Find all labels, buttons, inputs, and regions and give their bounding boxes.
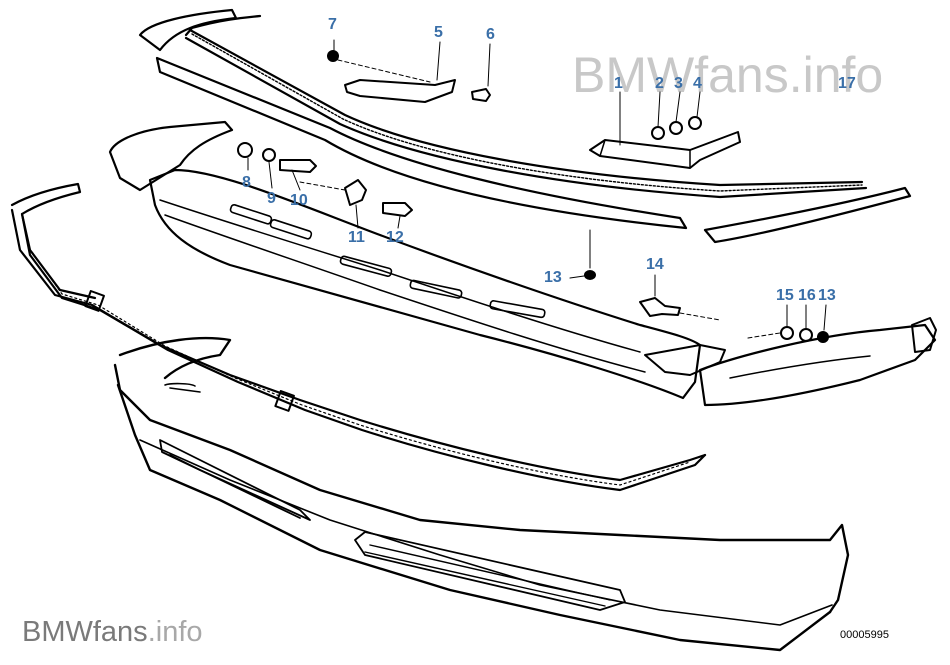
callout-13b: 13 xyxy=(818,287,836,304)
nut-7 xyxy=(327,50,339,62)
bumper-carrier xyxy=(108,120,937,407)
fasteners-mid xyxy=(569,229,721,321)
bolt-6 xyxy=(471,88,491,102)
watermark-top: BMWfans.info xyxy=(572,47,883,103)
callout-7: 7 xyxy=(328,16,337,33)
callout-11: 11 xyxy=(348,229,365,246)
upper-trim-strip xyxy=(138,8,912,244)
watermark-bottom: BMWfans.info xyxy=(22,616,203,648)
callout-16: 16 xyxy=(798,287,816,304)
callout-5: 5 xyxy=(434,24,443,41)
callout-10: 10 xyxy=(290,192,308,209)
callout-4: 4 xyxy=(693,75,702,92)
callout-2: 2 xyxy=(655,75,664,92)
callout-12: 12 xyxy=(386,229,404,246)
fasteners-left xyxy=(237,142,317,191)
callout-15: 15 xyxy=(776,287,794,304)
bracket-top xyxy=(327,39,491,103)
moulding-strip xyxy=(10,182,707,492)
callout-13a: 13 xyxy=(544,269,562,286)
bracket-right xyxy=(589,91,741,169)
callout-6: 6 xyxy=(486,26,495,43)
callout-17: 17 xyxy=(838,75,856,92)
callout-14: 14 xyxy=(646,256,664,273)
callout-8: 8 xyxy=(242,174,251,191)
watermark-brand: BMWfans xyxy=(22,616,148,648)
watermark-suffix: .info xyxy=(148,616,203,648)
diagram-ref: 00005995 xyxy=(840,629,889,641)
bumper-cover xyxy=(113,336,850,652)
callout-3: 3 xyxy=(674,75,683,92)
callout-9: 9 xyxy=(267,190,276,207)
fasteners-center xyxy=(299,179,413,229)
callout-1: 1 xyxy=(614,75,623,92)
fasteners-right xyxy=(747,304,829,343)
